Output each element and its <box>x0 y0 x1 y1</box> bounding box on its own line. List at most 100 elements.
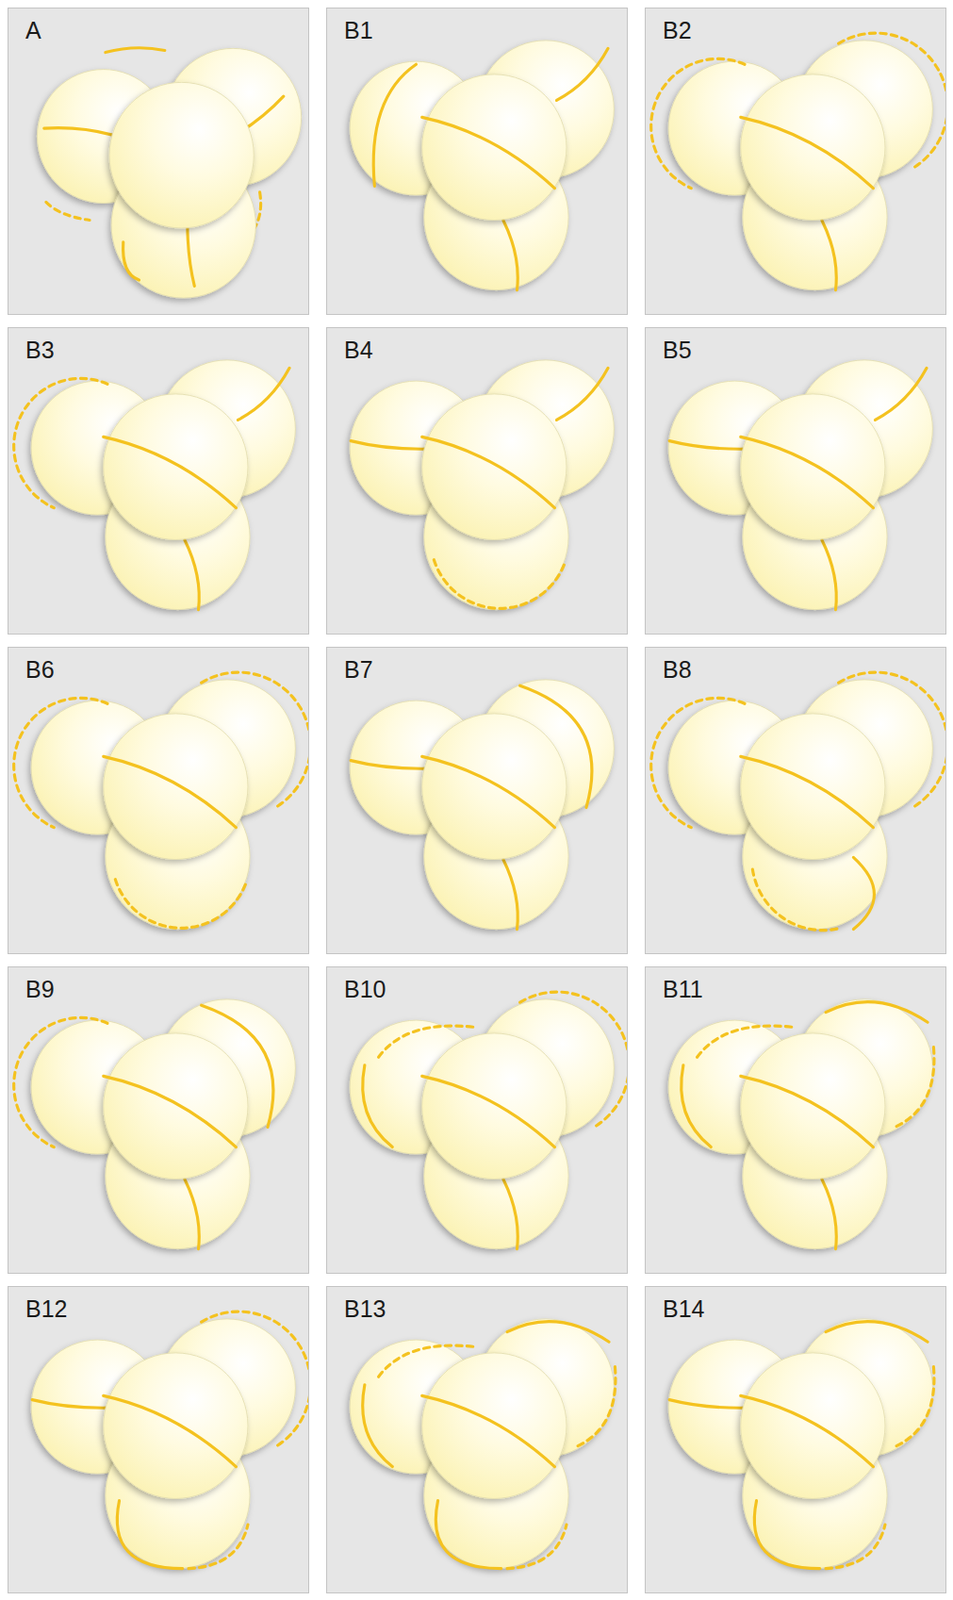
grain-body <box>740 1033 886 1180</box>
center-grain <box>422 1033 567 1180</box>
aperture-line <box>821 539 837 609</box>
center-grain <box>422 394 567 541</box>
pollen-illustration <box>8 647 309 953</box>
aperture-line <box>740 436 874 508</box>
aperture-line <box>825 1002 928 1023</box>
grain-body <box>422 394 567 541</box>
aperture-line <box>422 755 556 827</box>
aperture-line <box>825 1321 928 1343</box>
figure-panel: B4 <box>326 327 628 635</box>
figure-panel: B11 <box>644 966 947 1274</box>
aperture-line <box>362 1384 394 1467</box>
pollen-illustration <box>327 8 627 314</box>
panel-label: B11 <box>662 976 704 1003</box>
figure-panel: B6 <box>7 646 310 954</box>
center-grain <box>740 1033 886 1180</box>
pollen-illustration <box>645 328 946 634</box>
center-grain <box>422 74 567 221</box>
aperture-line <box>184 539 199 609</box>
grain-body <box>103 394 248 541</box>
figure-panel: B12 <box>7 1285 310 1594</box>
grain-body <box>740 74 886 221</box>
aperture-line <box>503 1178 518 1249</box>
aperture-line <box>853 856 874 929</box>
aperture-line <box>103 436 237 508</box>
center-grain <box>109 82 254 229</box>
panel-label: B8 <box>662 657 692 684</box>
aperture-line <box>681 1065 712 1148</box>
aperture-line <box>14 1017 108 1147</box>
panel-label: B5 <box>662 337 692 364</box>
figure-panel: B13 <box>326 1285 628 1594</box>
figure-panel: B14 <box>644 1285 947 1594</box>
aperture-line <box>362 1065 394 1148</box>
pollen-illustration <box>8 8 309 314</box>
pollen-illustration <box>645 647 946 953</box>
center-grain <box>103 713 248 860</box>
aperture-line <box>105 48 165 53</box>
grain-body <box>740 1352 886 1499</box>
aperture-line <box>422 116 556 188</box>
panel-label: B9 <box>25 976 55 1003</box>
aperture-line <box>740 116 874 188</box>
grain-body <box>103 1352 248 1499</box>
pollen-illustration <box>327 328 627 634</box>
aperture-line <box>350 760 430 770</box>
grain-body <box>740 394 886 541</box>
aperture-line <box>422 436 556 508</box>
aperture-line <box>422 1075 556 1147</box>
grain-body <box>103 713 248 860</box>
grain-body <box>422 1033 567 1180</box>
aperture-line <box>669 441 749 450</box>
aperture-line <box>433 559 565 609</box>
pollen-illustration <box>8 967 309 1273</box>
aperture-line <box>32 1399 112 1409</box>
center-grain <box>740 1352 886 1499</box>
grain-body <box>422 713 567 860</box>
pollen-illustration <box>8 328 309 634</box>
panel-label: B7 <box>344 657 374 684</box>
aperture-line <box>556 367 608 420</box>
figure-panel: A <box>7 7 310 315</box>
pollen-illustration <box>645 8 946 314</box>
aperture-line <box>115 879 247 929</box>
aperture-line <box>435 1500 501 1569</box>
grain-body <box>109 82 254 229</box>
aperture-line <box>821 1178 837 1249</box>
pollen-illustration <box>327 967 627 1273</box>
pollen-illustration <box>645 967 946 1273</box>
center-grain <box>103 394 248 541</box>
aperture-line <box>821 219 837 290</box>
aperture-line <box>752 869 839 931</box>
aperture-line <box>14 377 108 508</box>
aperture-line <box>184 1178 199 1249</box>
panel-label: B6 <box>25 657 55 684</box>
aperture-line <box>754 1500 820 1569</box>
figure-panel: B8 <box>644 646 947 954</box>
pollen-illustration <box>327 647 627 953</box>
figure-panel: B1 <box>326 7 628 315</box>
aperture-line <box>894 1366 934 1447</box>
panel-label: B13 <box>344 1296 386 1323</box>
aperture-line <box>507 1524 567 1569</box>
aperture-line <box>237 367 290 420</box>
center-grain <box>103 1352 248 1499</box>
center-grain <box>103 1033 248 1180</box>
center-grain <box>740 713 886 860</box>
aperture-line <box>556 48 608 100</box>
aperture-line <box>740 755 874 827</box>
panel-label: B12 <box>25 1296 67 1323</box>
figure-panel: B10 <box>326 966 628 1274</box>
aperture-line <box>188 1524 248 1569</box>
aperture-line <box>740 1395 874 1466</box>
aperture-line <box>103 1395 237 1466</box>
aperture-line <box>669 1399 749 1409</box>
aperture-line <box>103 755 237 827</box>
aperture-line <box>503 219 518 290</box>
aperture-line <box>651 58 745 188</box>
center-grain <box>422 713 567 860</box>
center-grain <box>740 74 886 221</box>
figure-panel: B2 <box>644 7 947 315</box>
grain-body <box>103 1033 248 1180</box>
aperture-line <box>503 858 518 929</box>
